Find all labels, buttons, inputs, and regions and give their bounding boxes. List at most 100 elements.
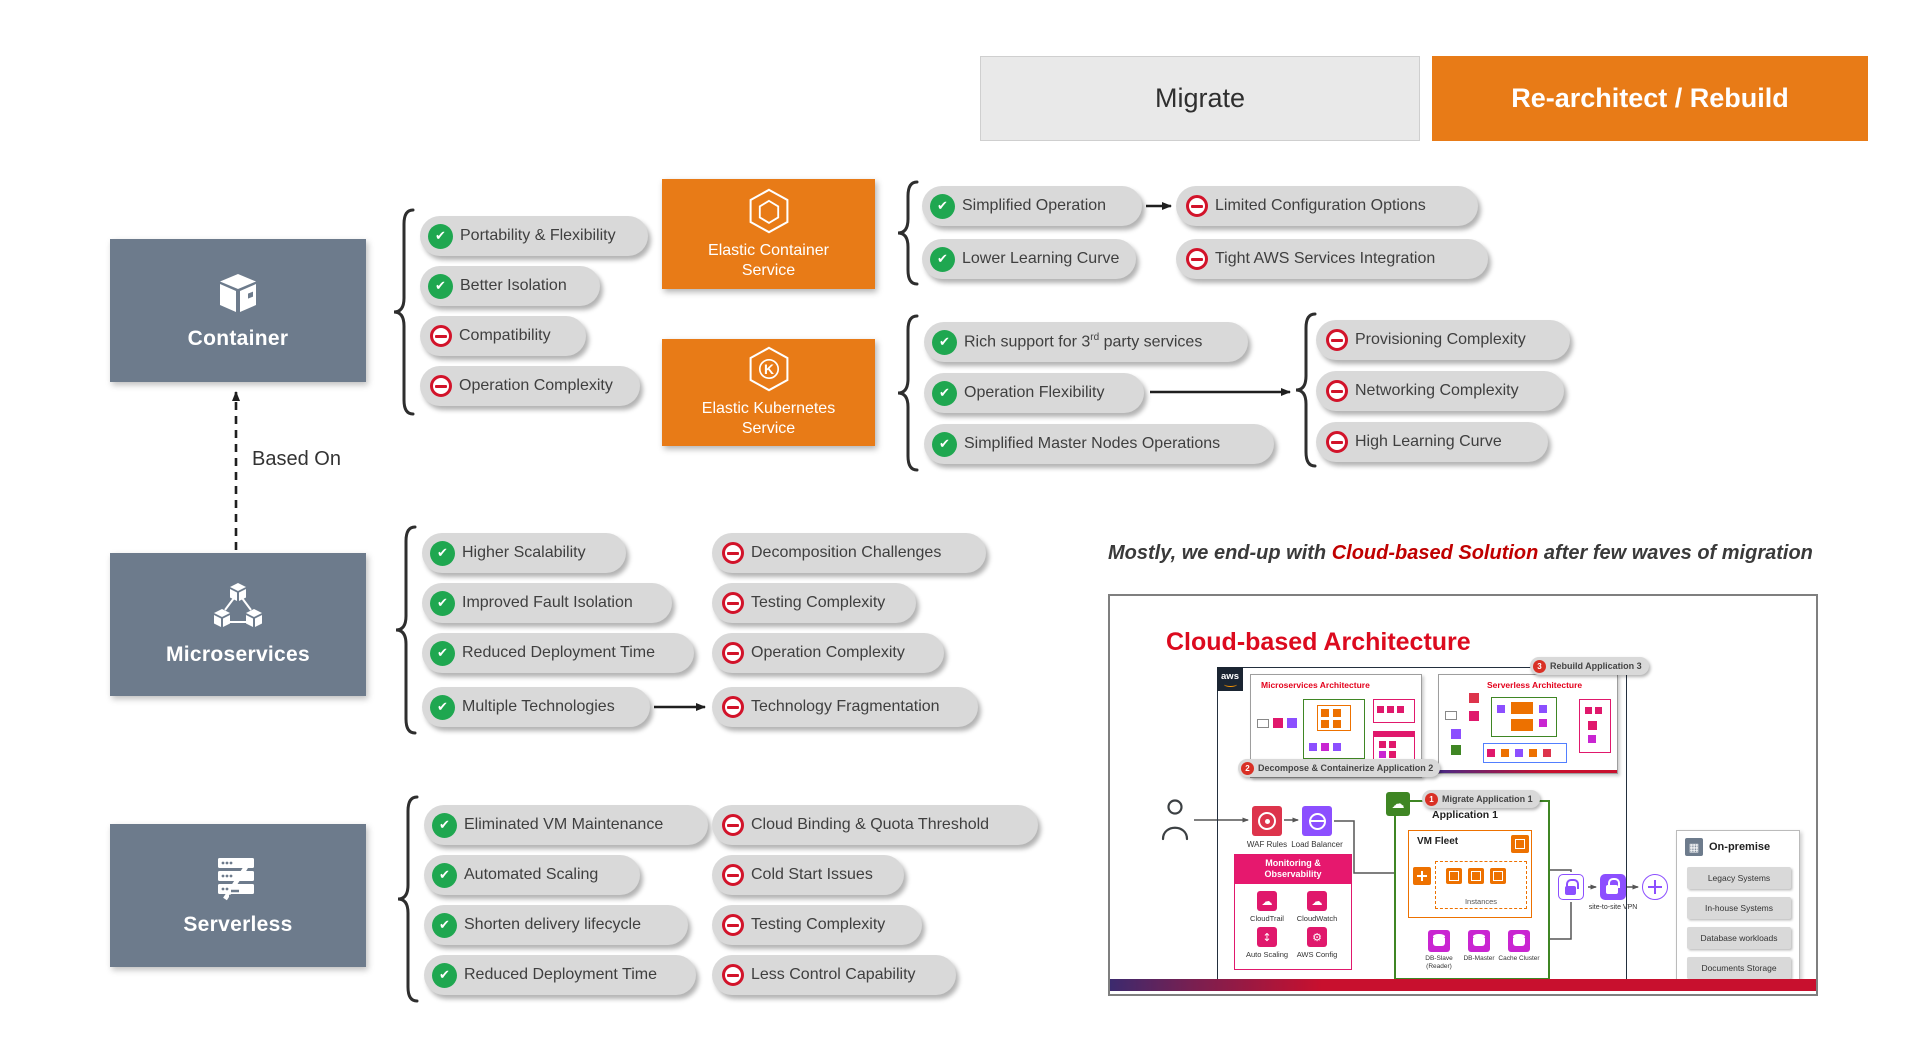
- check-icon: [432, 812, 457, 838]
- instances-label: Instances: [1464, 897, 1498, 906]
- pill-label: Operation Flexibility: [964, 384, 1105, 401]
- waf-rules-icon: [1252, 806, 1282, 836]
- microservices-icon: [214, 582, 262, 627]
- pill-label: Reduced Deployment Time: [462, 644, 655, 661]
- pill-label: Simplified Master Nodes Operations: [964, 435, 1221, 452]
- pill-label: Better Isolation: [460, 277, 567, 294]
- cache-cluster-icon: [1508, 930, 1530, 952]
- minus-icon: [722, 592, 744, 614]
- auto-scaling-icon: ↕: [1257, 927, 1277, 947]
- onprem-item: Legacy Systems: [1687, 867, 1791, 889]
- check-icon: [432, 962, 457, 988]
- onprem-item: Database workloads: [1687, 927, 1791, 949]
- based-on-label: Based On: [252, 448, 341, 470]
- pill-label: Automated Scaling: [464, 866, 599, 883]
- vpn-gateway-icon: [1600, 874, 1626, 900]
- onprem-item: In-house Systems: [1687, 897, 1791, 919]
- serverless-architecture-panel: Serverless Architecture: [1438, 674, 1618, 774]
- minus-icon: [722, 642, 744, 664]
- pill-label: Provisioning Complexity: [1355, 331, 1526, 348]
- pill-networking-complexity: Networking Complexity: [1316, 371, 1564, 411]
- pill-better-isolation: Better Isolation: [420, 266, 600, 306]
- cloud-architecture-panel: Cloud-based Architecture aws Microservic…: [1108, 594, 1818, 996]
- minus-icon: [430, 325, 452, 347]
- instance-icon: [1446, 868, 1462, 884]
- pill-label: Multiple Technologies: [462, 698, 615, 715]
- pill-label: Operation Complexity: [459, 377, 613, 394]
- minus-icon: [722, 696, 744, 718]
- check-icon: [428, 273, 453, 299]
- instance-icon: [1490, 868, 1506, 884]
- eks-icon: K: [749, 346, 788, 392]
- check-icon: [930, 246, 955, 272]
- cloud-app-icon: ☁: [1386, 792, 1410, 816]
- cache-cluster-label: Cache Cluster: [1498, 955, 1540, 962]
- minus-icon: [1326, 380, 1348, 402]
- pill-label: Cloud Binding & Quota Threshold: [751, 816, 990, 833]
- minus-icon: [722, 864, 744, 886]
- cloudwatch-label: CloudWatch: [1296, 914, 1338, 923]
- pill-improved-fault-isolation: Improved Fault Isolation: [422, 583, 672, 623]
- migration-caption: Mostly, we end-up with Cloud-based Solut…: [1108, 542, 1813, 564]
- ecs-label: Elastic Container Service: [708, 241, 829, 279]
- db-master-label: DB-Master: [1463, 955, 1495, 962]
- on-premise-panel: ▦ On-premise Legacy Systems In-house Sys…: [1676, 830, 1800, 980]
- cloudtrail-icon: ☁: [1257, 891, 1277, 911]
- brace-eks-left: [897, 314, 919, 472]
- microservices-label: Microservices: [166, 642, 310, 666]
- brace-ecs: [897, 180, 919, 286]
- pill-label: Decomposition Challenges: [751, 544, 942, 561]
- pill-label: Improved Fault Isolation: [462, 594, 633, 611]
- inset-gradient-bar: [1110, 979, 1816, 991]
- db-slave-label: DB-Slave (Reader): [1425, 955, 1453, 970]
- check-icon: [430, 640, 455, 666]
- check-icon: [432, 912, 457, 938]
- pill-reduced-deployment-time-sls: Reduced Deployment Time: [424, 955, 696, 995]
- tab-rearchitect-rebuild[interactable]: Re-architect / Rebuild: [1432, 56, 1868, 141]
- cloudwatch-icon: ☁: [1307, 891, 1327, 911]
- badge-label: Migrate Application 1: [1442, 794, 1533, 804]
- monitoring-observability-box: Monitoring &Observability ☁ ☁ CloudTrail…: [1234, 854, 1352, 970]
- panel-label: Serverless Architecture: [1487, 680, 1583, 690]
- pill-operation-complexity-micro: Operation Complexity: [712, 633, 944, 673]
- pill-automated-scaling: Automated Scaling: [424, 855, 640, 895]
- pill-label: Eliminated VM Maintenance: [464, 816, 664, 833]
- pill-rich-support-3rd-party: Rich support for 3rd party services: [924, 322, 1248, 362]
- pill-provisioning-complexity: Provisioning Complexity: [1316, 320, 1570, 360]
- pill-testing-complexity-sls: Testing Complexity: [712, 905, 922, 945]
- check-icon: [930, 193, 955, 219]
- vm-fleet-box: VM Fleet Instances: [1408, 830, 1532, 918]
- minus-icon: [1186, 195, 1208, 217]
- pill-multiple-technologies: Multiple Technologies: [422, 687, 650, 727]
- waf-rules-label: WAF Rules: [1246, 840, 1288, 849]
- badge-decompose-app2: 2 Decompose & Containerize Application 2: [1238, 759, 1441, 777]
- serverless-icon: [218, 857, 254, 900]
- badge-label: Rebuild Application 3: [1550, 661, 1642, 671]
- scaling-icon: [1413, 867, 1431, 885]
- brace-serverless: [397, 795, 419, 1003]
- load-balancer-label: Load Balancer: [1291, 840, 1343, 849]
- brace-container: [393, 208, 415, 416]
- monitoring-header: Monitoring &Observability: [1235, 855, 1351, 884]
- tab-migrate[interactable]: Migrate: [980, 56, 1420, 141]
- pill-higher-scalability: Higher Scalability: [422, 533, 626, 573]
- pill-label: Portability & Flexibility: [460, 227, 616, 244]
- pill-shorten-delivery-lifecycle: Shorten delivery lifecycle: [424, 905, 688, 945]
- instance-icon: [1468, 868, 1484, 884]
- lock-icon: [1558, 874, 1584, 900]
- tab-rearchitect-label: Re-architect / Rebuild: [1511, 83, 1789, 113]
- pill-label: Operation Complexity: [751, 644, 905, 661]
- onprem-item: Documents Storage: [1687, 957, 1791, 979]
- container-label: Container: [187, 326, 289, 350]
- pill-simplified-operation: Simplified Operation: [922, 186, 1142, 226]
- check-icon: [932, 329, 957, 355]
- panel-label: Microservices Architecture: [1261, 680, 1370, 690]
- pill-cloud-binding-quota: Cloud Binding & Quota Threshold: [712, 805, 1038, 845]
- pill-label: Reduced Deployment Time: [464, 966, 657, 983]
- badge-number: 2: [1241, 761, 1254, 775]
- svg-text:K: K: [764, 362, 774, 377]
- minus-icon: [722, 542, 744, 564]
- brace-micro: [395, 525, 417, 735]
- pill-label: Tight AWS Services Integration: [1215, 250, 1436, 267]
